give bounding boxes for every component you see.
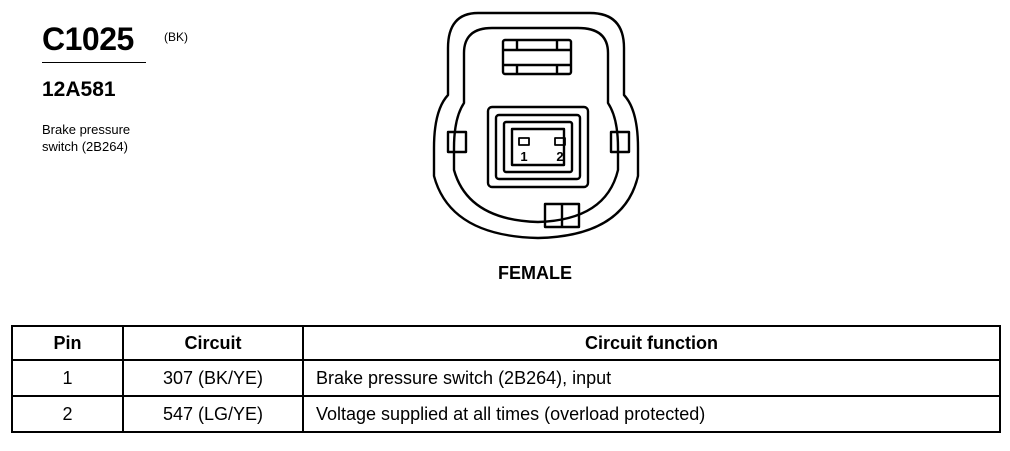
connector-face-diagram: 1 2 [432,11,640,240]
pin-label-1: 1 [520,149,527,164]
pin-cavity-1 [518,137,530,146]
description-line: switch (2B264) [42,139,128,154]
cell-circuit: 307 (BK/YE) [122,359,304,397]
bottom-key [543,202,581,229]
connector-color: (BK) [164,30,188,44]
table-row: 2 547 (LG/YE) Voltage supplied at all ti… [11,395,1001,433]
cell-pin: 1 [11,359,124,397]
pin-table: Pin Circuit Circuit function 1 307 (BK/Y… [11,325,1001,433]
cell-pin: 2 [11,395,124,433]
terminal-block [486,105,590,189]
cell-circuit-function: Brake pressure switch (2B264), input [302,359,1001,397]
connector-description: Brake pressure switch (2B264) [42,121,202,155]
top-latch [501,38,573,76]
left-side-tab [446,130,468,154]
connector-id-underline [42,62,146,63]
table-row: 1 307 (BK/YE) Brake pressure switch (2B2… [11,359,1001,397]
right-side-tab [609,130,631,154]
cell-circuit-function: Voltage supplied at all times (overload … [302,395,1001,433]
description-line: Brake pressure [42,122,131,137]
header-pin: Pin [11,325,124,361]
table-header-row: Pin Circuit Circuit function [11,325,1001,361]
pin-label-2: 2 [556,149,563,164]
connector-outer-shell [432,11,640,240]
part-number: 12A581 [42,78,116,101]
header-circuit-function: Circuit function [302,325,1001,361]
pin-cavity-2 [554,137,566,146]
cell-circuit: 547 (LG/YE) [122,395,304,433]
gender-label: FEMALE [498,263,572,283]
connector-id: C1025 [42,21,134,57]
connector-inner-shell [452,26,620,224]
header-circuit: Circuit [122,325,304,361]
